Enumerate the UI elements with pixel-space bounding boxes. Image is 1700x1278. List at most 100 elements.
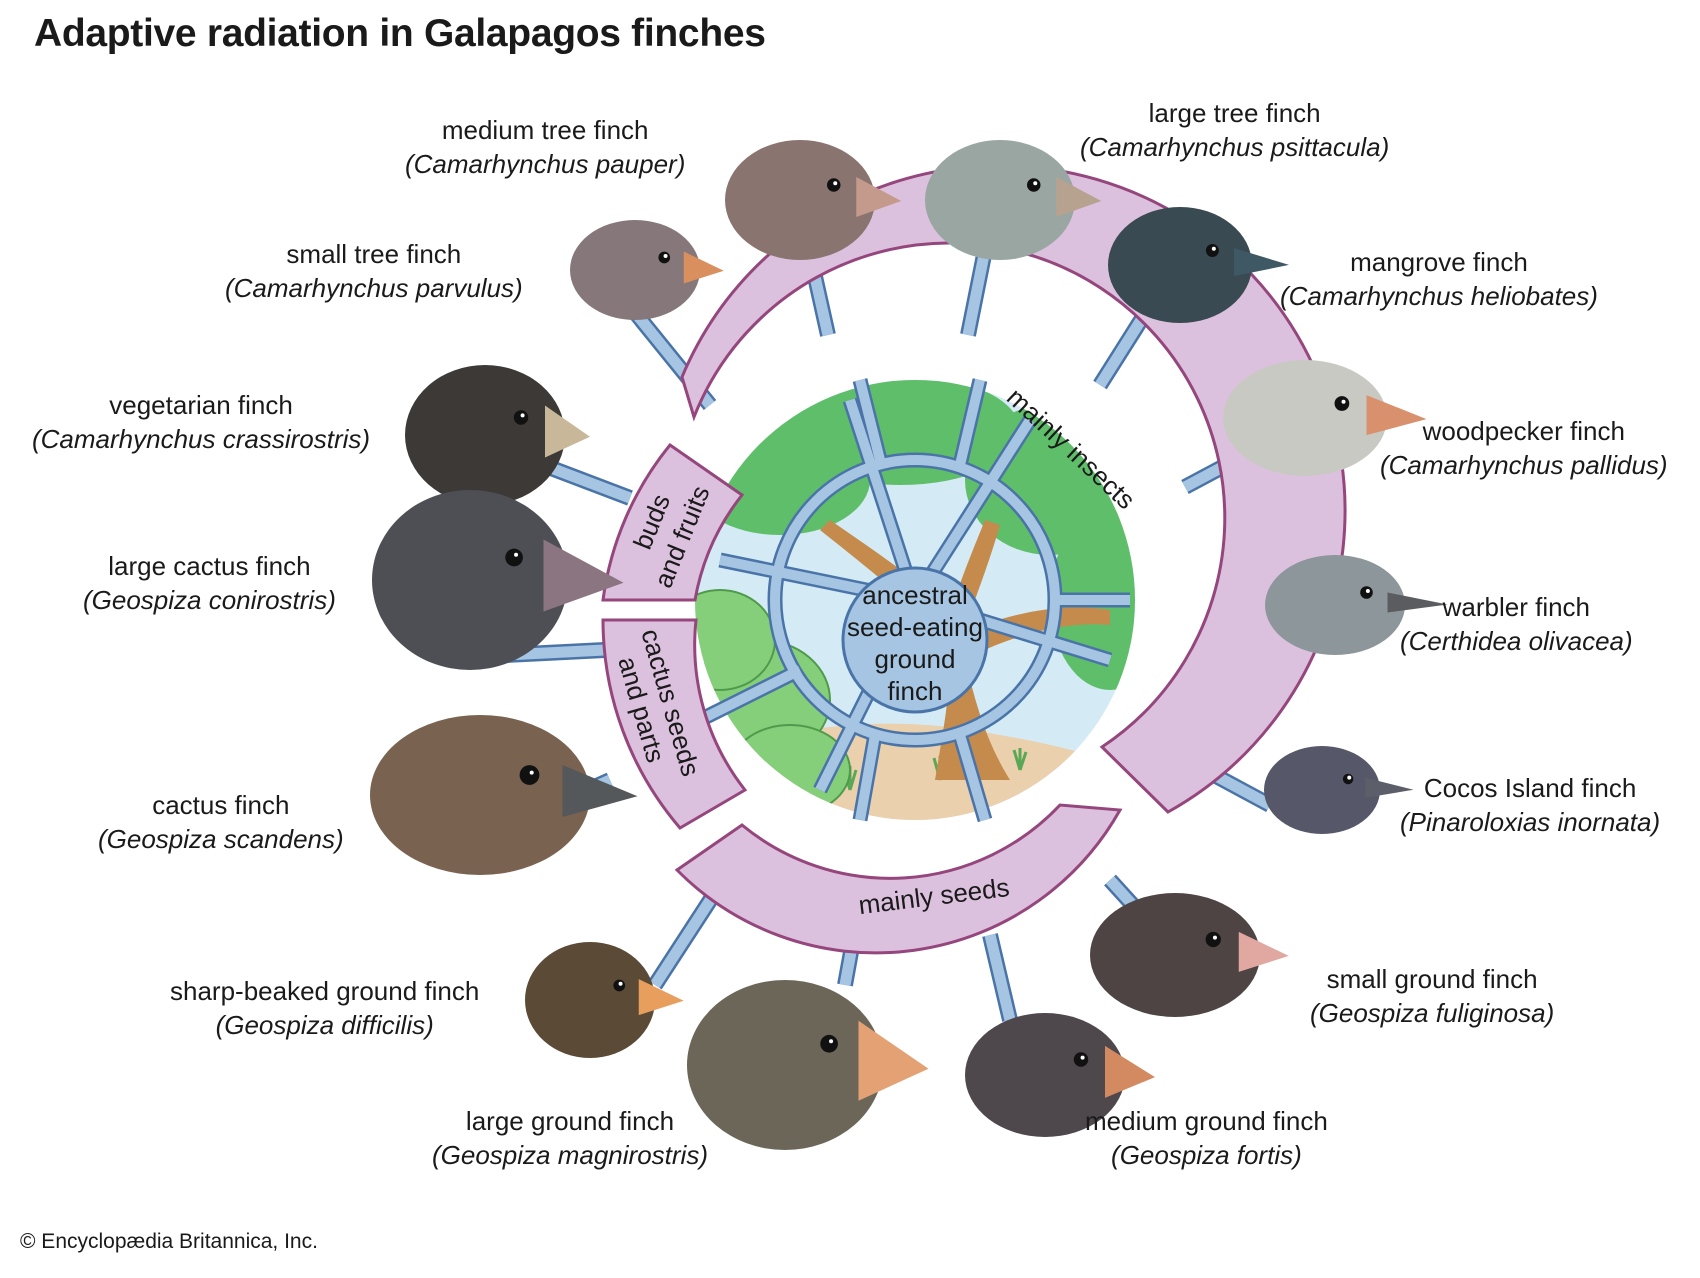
- finch-head-large-cactus-finch: [372, 490, 624, 670]
- head-shape: [570, 220, 700, 320]
- ancestor-line-2: seed-eating: [847, 612, 983, 642]
- finch-common-name: vegetarian finch: [109, 390, 293, 420]
- ancestor-disc: [841, 566, 989, 714]
- beak-shape: [1238, 931, 1289, 972]
- beak-shape: [1366, 395, 1427, 436]
- head-shape: [405, 365, 565, 505]
- finch-label-cocos-island: Cocos Island finch (Pinaroloxias inornat…: [1400, 771, 1660, 839]
- finch-scientific-name: (Geospiza magnirostris): [432, 1140, 708, 1170]
- finch-common-name: sharp-beaked ground finch: [170, 976, 480, 1006]
- ancestor-line-1: ancestral: [862, 580, 968, 610]
- diagram-title: Adaptive radiation in Galapagos finches: [34, 12, 766, 55]
- eye-shape: [1205, 244, 1219, 257]
- finch-scientific-name: (Geospiza difficilis): [215, 1010, 434, 1040]
- beak-shape: [1105, 1045, 1155, 1098]
- finch-common-name: medium ground finch: [1085, 1106, 1328, 1136]
- eye-glint: [829, 1039, 834, 1044]
- finch-head-small-tree-finch: [570, 220, 724, 320]
- finch-head-mangrove-finch: [1108, 207, 1289, 323]
- finch-scientific-name: (Geospiza fortis): [1111, 1140, 1302, 1170]
- finch-head-large-ground-finch: [687, 980, 929, 1150]
- eye-shape: [820, 1034, 838, 1053]
- eye-shape: [1205, 931, 1221, 948]
- finch-head-medium-tree-finch: [725, 140, 902, 260]
- ring-segment-seeds: [674, 803, 1123, 955]
- eye-shape: [505, 548, 523, 567]
- eye-glint: [514, 552, 519, 557]
- finch-label-medium-ground: medium ground finch (Geospiza fortis): [1085, 1104, 1328, 1172]
- finch-common-name: warbler finch: [1442, 592, 1591, 622]
- finch-scientific-name: (Pinaroloxias inornata): [1400, 807, 1661, 837]
- finch-common-name: Cocos Island finch: [1423, 773, 1637, 803]
- eye-glint: [618, 981, 623, 986]
- finch-label-mangrove: mangrove finch (Camarhynchus heliobates): [1280, 245, 1598, 313]
- finch-scientific-name: (Camarhynchus heliobates): [1280, 281, 1598, 311]
- head-shape: [725, 140, 875, 260]
- finch-head-woodpecker-finch: [1223, 360, 1427, 476]
- beak-shape: [858, 1020, 929, 1101]
- finch-label-large-tree: large tree finch (Camarhynchus psittacul…: [1080, 96, 1389, 164]
- eye-glint: [1365, 589, 1370, 593]
- ancestor-line-3: ground: [875, 644, 956, 674]
- beak-shape: [1234, 248, 1289, 277]
- finch-label-medium-tree: medium tree finch (Camarhynchus pauper): [405, 113, 685, 181]
- finch-scientific-name: (Certhidea olivacea): [1400, 626, 1633, 656]
- finch-scientific-name: (Camarhynchus pallidus): [1380, 450, 1668, 480]
- finch-label-warbler: warbler finch (Certhidea olivacea): [1400, 590, 1633, 658]
- head-shape: [965, 1013, 1125, 1137]
- eye-glint: [1347, 775, 1352, 780]
- head-shape: [687, 980, 883, 1150]
- eye-shape: [613, 979, 626, 992]
- finch-head-medium-ground-finch: [965, 1013, 1155, 1137]
- finch-label-large-ground: large ground finch (Geospiza magnirostri…: [432, 1104, 708, 1172]
- finch-scientific-name: (Geospiza conirostris): [83, 585, 336, 615]
- eye-glint: [529, 770, 534, 775]
- finch-head-sharp-beaked-ground-finch: [525, 942, 684, 1058]
- beak-shape: [1056, 177, 1102, 217]
- ancestor-line-4: finch: [888, 676, 943, 706]
- finch-common-name: medium tree finch: [441, 115, 649, 145]
- finch-label-cactus: cactus finch (Geospiza scandens): [98, 788, 344, 856]
- head-shape: [1264, 746, 1380, 834]
- finch-head-small-ground-finch: [1090, 893, 1289, 1017]
- finch-label-small-ground: small ground finch (Geospiza fuliginosa): [1310, 962, 1554, 1030]
- finch-head-large-tree-finch: [925, 140, 1102, 260]
- head-shape: [1090, 893, 1260, 1017]
- finch-head-cactus-finch: [370, 715, 638, 875]
- finch-label-sharp-beaked-ground: sharp-beaked ground finch (Geospiza diff…: [170, 974, 479, 1042]
- eye-shape: [827, 178, 841, 192]
- eye-shape: [1027, 178, 1041, 192]
- finch-common-name: small ground finch: [1326, 964, 1538, 994]
- beak-shape: [683, 251, 724, 284]
- head-shape: [1265, 555, 1405, 655]
- finch-head-warbler-finch: [1265, 555, 1448, 655]
- finch-scientific-name: (Geospiza scandens): [98, 824, 344, 854]
- finch-scientific-name: (Camarhynchus pauper): [405, 149, 686, 179]
- ring-segment-cactus: [601, 618, 748, 830]
- finch-scientific-name: (Geospiza fuliginosa): [1310, 998, 1555, 1028]
- head-shape: [525, 942, 655, 1058]
- diet-ring: [601, 164, 1347, 955]
- head-shape: [1108, 207, 1252, 323]
- finch-label-vegetarian: vegetarian finch (Camarhynchus crassiros…: [32, 388, 370, 456]
- beak-shape: [856, 177, 902, 217]
- ring-segment-buds: [601, 442, 745, 602]
- copyright-notice: © Encyclopædia Britannica, Inc.: [20, 1230, 318, 1253]
- finch-common-name: large ground finch: [465, 1106, 675, 1136]
- eye-glint: [663, 254, 668, 258]
- eye-glint: [1212, 935, 1217, 940]
- finch-common-name: woodpecker finch: [1422, 416, 1625, 446]
- beak-shape: [1387, 592, 1448, 613]
- finch-label-large-cactus: large cactus finch (Geospiza conirostris…: [83, 549, 336, 617]
- eye-glint: [833, 181, 838, 186]
- eye-shape: [1073, 1052, 1089, 1067]
- finch-heads: [370, 140, 1448, 1150]
- finch-head-cocos-island-finch: [1264, 746, 1414, 834]
- finch-scientific-name: (Camarhynchus parvulus): [225, 273, 523, 303]
- beak-shape: [638, 979, 684, 1016]
- finch-common-name: small tree finch: [286, 239, 462, 269]
- eye-glint: [1080, 1055, 1085, 1060]
- eye-glint: [1211, 246, 1216, 251]
- finch-common-name: large cactus finch: [108, 551, 311, 581]
- finch-scientific-name: (Camarhynchus crassirostris): [32, 424, 371, 454]
